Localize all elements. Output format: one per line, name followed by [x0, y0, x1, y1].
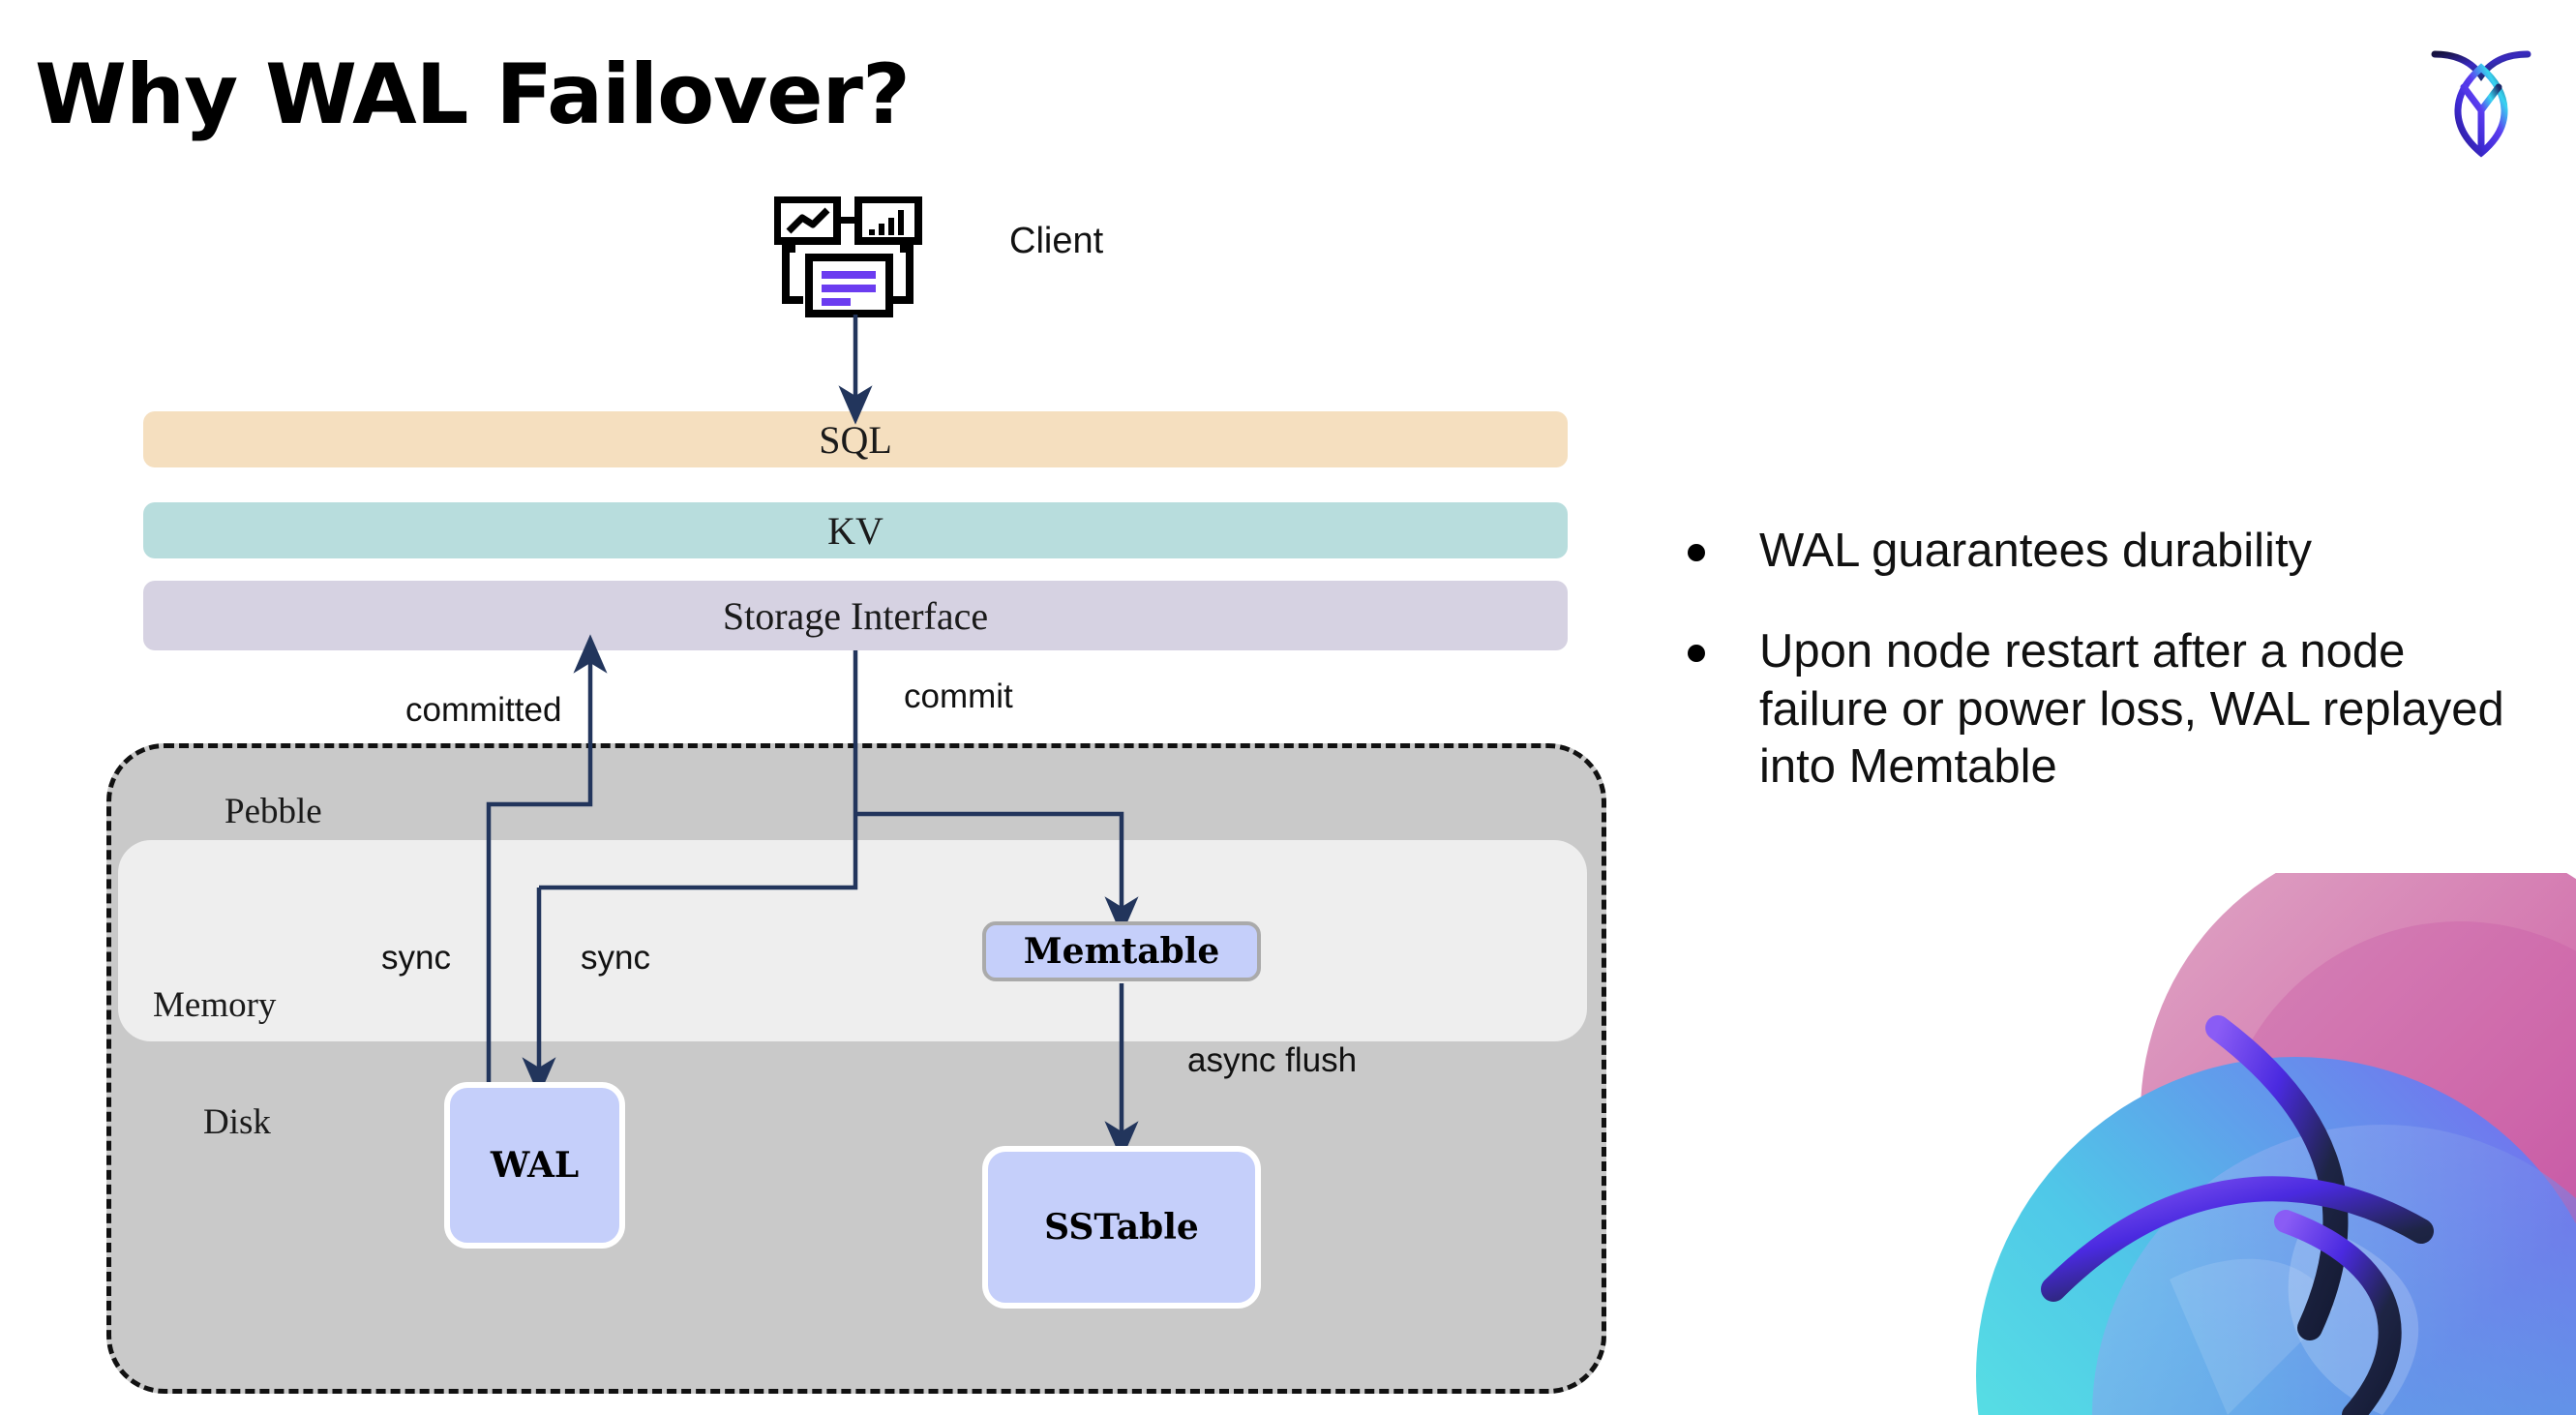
edge-label-committed: committed — [405, 691, 562, 729]
node-wal[interactable]: WAL — [444, 1082, 625, 1249]
edge-label-async-flush: async flush — [1187, 1041, 1358, 1079]
edge-label-sync-2: sync — [581, 939, 650, 977]
layer-bar-kv-label: KV — [827, 508, 884, 553]
bullet-dot-icon — [1688, 544, 1705, 561]
layer-bar-storage-interface-label: Storage Interface — [722, 593, 989, 638]
bullet-dot-icon — [1688, 644, 1705, 662]
client-dashboard-icon — [773, 196, 929, 317]
cockroach-leaf-watermark-icon — [1879, 873, 2576, 1415]
page-title: Why WAL Failover? — [35, 46, 911, 143]
node-sstable[interactable]: SSTable — [982, 1146, 1261, 1309]
memory-label: Memory — [153, 985, 277, 1025]
layer-bar-kv[interactable]: KV — [143, 502, 1568, 558]
bullet-text: WAL guarantees durability — [1759, 525, 2313, 577]
bullet-text: Upon node restart after a node failure o… — [1759, 624, 2504, 794]
node-wal-label: WAL — [490, 1145, 580, 1186]
cockroach-leaf-logo-icon — [2413, 33, 2549, 168]
list-item: Upon node restart after a node failure o… — [1688, 623, 2520, 797]
node-memtable[interactable]: Memtable — [982, 921, 1261, 981]
layer-bar-storage-interface[interactable]: Storage Interface — [143, 581, 1568, 650]
memory-region — [118, 840, 1587, 1041]
client-label: Client — [1009, 221, 1104, 261]
list-item: WAL guarantees durability — [1688, 523, 2520, 581]
edge-label-commit: commit — [904, 677, 1013, 715]
architecture-diagram: Client SQL KV Storage Interface Pebble M… — [106, 196, 1606, 1394]
pebble-label: Pebble — [225, 792, 322, 831]
disk-label: Disk — [203, 1102, 271, 1142]
layer-bar-sql[interactable]: SQL — [143, 411, 1568, 467]
node-sstable-label: SSTable — [1044, 1207, 1199, 1248]
layer-bar-sql-label: SQL — [819, 417, 892, 462]
node-memtable-label: Memtable — [1023, 931, 1220, 972]
edge-label-sync-1: sync — [381, 939, 451, 977]
bullet-list: WAL guarantees durability Upon node rest… — [1688, 523, 2520, 839]
